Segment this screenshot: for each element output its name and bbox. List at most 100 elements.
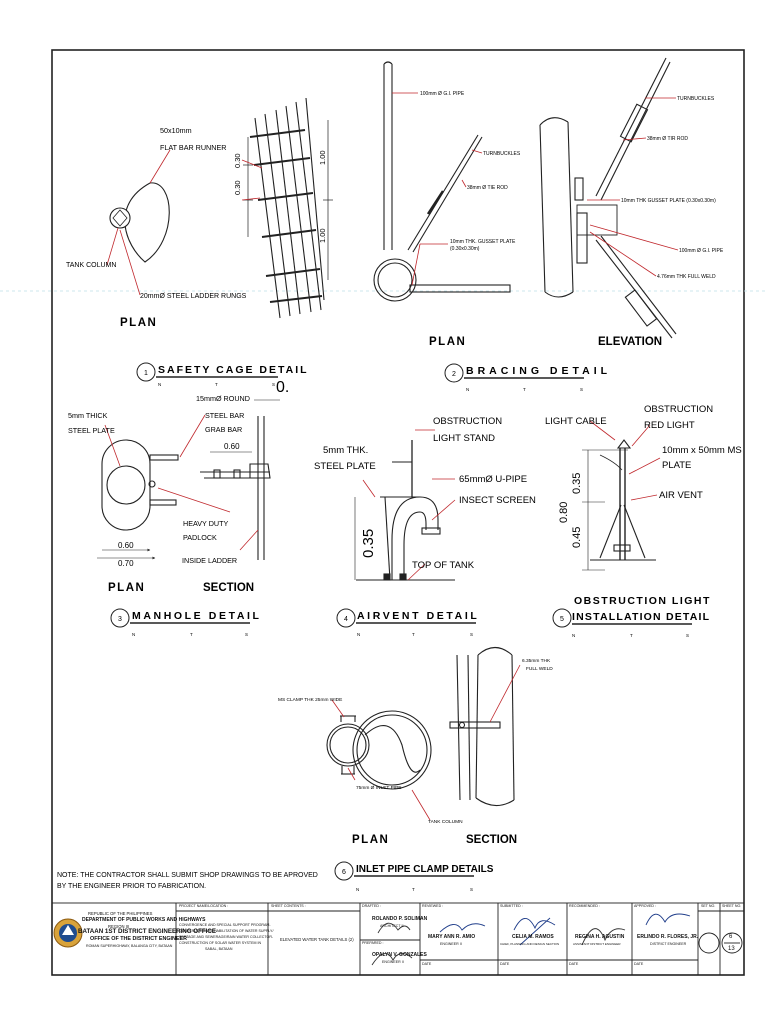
approved-header: APPROVED : [634,904,656,908]
agency-line-2: DEPARTMENT OF PUBLIC WORKS AND HIGHWAYS [82,917,206,923]
dim-060: 0.60 [118,541,134,550]
svg-text:AIRVENT DETAIL: AIRVENT DETAIL [357,610,479,622]
top-of-tank-label: TOP OF TANK [412,560,475,571]
project-name-3: SEPTAGE AND SEWERAGE/RAIN WATER COLLECTO… [179,935,274,939]
reviewed-header: REVIEWED : [422,904,444,908]
inlet-pipe-label: 75mm Ø INLET PIPE [356,785,402,791]
manhole-section-caption: SECTION [203,582,254,594]
airvent-plate-2: STEEL PLATE [314,461,376,472]
agency-line-4: BATAAN 1ST DISTRICT ENGINEERING OFFICE [78,928,216,935]
obstruction-leaders [589,420,661,501]
airvent-leaders [354,429,456,581]
svg-text:INSTALLATION DETAIL: INSTALLATION DETAIL [572,611,710,623]
sheet-no: 6 [729,934,733,940]
svg-text:S: S [470,632,473,637]
elev-gi-pipe-label: 100mm Ø G.I. PIPE [679,248,724,254]
safety-plan-caption: PLAN [120,317,157,329]
obstruction-stand-1: OBSTRUCTION [433,416,502,427]
elev-tie-rod-label: 38mm Ø TIR ROD [647,136,688,142]
bracing-plan [373,61,511,302]
recommended-name: REGINA H. AGUSTIN [575,934,625,940]
sheet-contents: ELEVATED WATER TANK DETAILS (2) [280,937,354,942]
elev-gusset-label: 10mm THK GUSSET PLATE (0.30x0.30m) [621,198,716,204]
svg-text:N: N [132,632,135,637]
gusset-label-2: (0.30x0.30m) [450,246,480,252]
project-name-4: CONSTRUCTION OF SOLAR WATER SYSTEM IN [179,941,262,945]
obstruction-dim-045: 0.45 [571,527,583,548]
signatures [371,913,691,966]
recommended-header: RECOMMENDED : [569,904,600,908]
clamp-tank-column: TANK COLUMN [428,819,463,825]
drafted-header: DRAFTED : [362,904,381,908]
svg-text:T: T [215,382,218,387]
safety-cage-detail [109,97,333,319]
svg-text:2: 2 [452,371,456,378]
svg-text:MANHOLE DETAIL: MANHOLE DETAIL [132,610,262,622]
dim-030-b: 0.30 [233,153,242,168]
agency-line-6: ROMAN SUPERHIGHWAY, BALANGA CITY, BATAAN [86,944,173,948]
svg-text:5: 5 [560,616,564,623]
svg-text:N: N [572,633,575,638]
tank-column-label: TANK COLUMN [66,262,116,269]
elev-weld-label: 4.76mm THK FULL WELD [657,274,716,280]
detail-title-1: 1 SAFETY CAGE DETAIL N T S [136,362,307,387]
svg-text:T: T [523,387,526,392]
gi-pipe-label: 100mm Ø G.I. PIPE [420,91,465,97]
submitted-header: SUBMITTED : [500,904,523,908]
agency-line-1: REPUBLIC OF THE PHILIPPINES [88,911,153,916]
svg-text:T: T [630,633,633,638]
airvent-detail [356,440,455,581]
svg-text:N: N [356,887,359,892]
detail-title-4: 4 AIRVENT DETAIL N T S [336,608,479,637]
reviewed-date: DATE [422,962,432,966]
approved-date: DATE [634,962,644,966]
ms-plate-1: 10mm x 50mm MS [662,445,742,456]
agency-line-5: OFFICE OF THE DISTRICT ENGINEER [90,936,188,942]
svg-text:S: S [686,633,689,638]
project-header: PROJECT NAME/LOCATION : [179,904,229,908]
inlet-clamp-detail [326,646,515,807]
obstruction-dim-080: 0.80 [558,502,570,523]
safety-cage-leaders [106,149,263,296]
inside-ladder: INSIDE LADDER [182,556,237,565]
prepared-header: PREPARED : [362,941,384,945]
bracing-elevation-caption: ELEVATION [598,336,662,348]
insect-screen-label: INSECT SCREEN [459,495,536,506]
dim-100-a: 1.00 [318,150,327,165]
red-light-2: RED LIGHT [644,420,695,431]
fabrication-note-1: NOTE: THE CONTRACTOR SHALL SUBMIT SHOP D… [57,872,318,879]
drafted-name: ROLANDO P. SOLIMAN [372,916,428,922]
sheet-total: 13 [728,946,735,952]
set-no-header: SET NO. [701,904,716,908]
obstruction-dim-035: 0.35 [571,473,583,494]
dim-100-b: 1.00 [318,228,327,243]
grab-bar-1: 15mmØ ROUND [196,394,250,403]
project-name-5: SABAL, BATAAN [205,947,233,951]
svg-text:INLET PIPE CLAMP DETAILS: INLET PIPE CLAMP DETAILS [356,864,494,875]
title-block-frame [51,902,745,976]
svg-text:3: 3 [118,616,122,623]
reviewed-name: MARY ANN R. AMIO [428,934,476,940]
bracing-plan-caption: PLAN [429,336,466,348]
dim-060-top: 0.60 [224,442,240,451]
airvent-dim-035: 0.35 [360,529,377,558]
light-cable-label: LIGHT CABLE [545,416,607,427]
padlock-2: PADLOCK [183,533,217,542]
clamp-plan-caption: PLAN [352,834,389,846]
submitted-name: CELIA M. RAMOS [512,934,554,940]
project-name-1: CONVERGENCE AND SPECIAL SUPPORT PROGRAM- [179,923,271,927]
dpwh-logo [53,918,83,948]
manhole-plan-caption: PLAN [108,582,145,594]
ms-clamp-label: MS CLAMP THK 25mm WIDE [278,697,342,703]
prepared-title: ENGINEER II [382,960,404,964]
inlet-clamp-leaders [331,664,521,821]
svg-text:S: S [245,632,248,637]
svg-text:6: 6 [342,869,346,876]
bracing-elevation-leaders [587,97,679,277]
submitted-title: CHIEF, PLANNING AND DESIGN SECTION [500,942,560,946]
air-vent-label: AIR VENT [659,490,703,501]
padlock-1: HEAVY DUTY [183,519,228,528]
manhole-detail [97,399,280,560]
obstruction-light-detail [582,439,656,571]
